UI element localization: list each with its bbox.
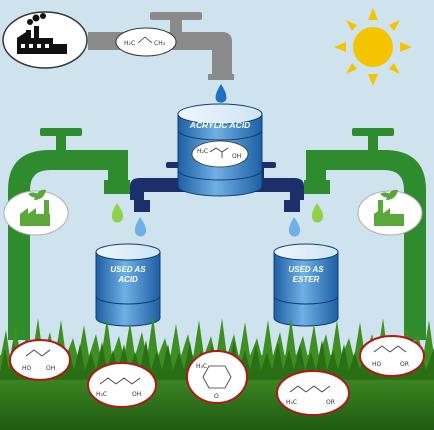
molecule-1-label-b: OH <box>46 365 55 372</box>
used-as-acid-barrel: USED AS ACID <box>95 243 161 327</box>
left-factory-bubble <box>3 189 69 236</box>
left-blue-drop <box>134 217 147 237</box>
acrylic-molecule-oh: OH <box>232 153 241 160</box>
acrylic-molecule-h2c: H₂C <box>197 148 208 155</box>
molecule-2-label-b: OH <box>132 391 141 398</box>
right-factory-bubble <box>357 189 423 236</box>
molecule-label-ch3: CH₃ <box>154 40 166 47</box>
right-blue-drop <box>288 217 301 237</box>
molecule-bubble-2: H₃C OH <box>87 362 157 408</box>
molecule-5-label-a: HO <box>372 361 382 368</box>
molecule-bubble-5: HO OR <box>359 335 425 377</box>
green-factory-icon <box>374 189 404 226</box>
right-green-faucet <box>304 128 426 340</box>
molecule-5-label-b: OR <box>400 361 409 368</box>
molecule-bubble-4: H₃C OR <box>276 370 350 416</box>
right-barrel-label-1: USED AS <box>288 265 324 274</box>
molecule-label-h2c: H₂C <box>124 40 135 47</box>
factory-bubble <box>2 11 88 69</box>
left-green-faucet <box>8 128 130 340</box>
molecule-4-label-b: OR <box>326 399 335 406</box>
propylene-molecule: H₂C CH₃ <box>115 27 177 57</box>
left-barrel-label-1: USED AS <box>110 265 146 274</box>
molecule-bubble-1: HO OH <box>9 339 71 381</box>
molecule-2-label-a: H₃C <box>96 391 107 398</box>
molecule-1-label-a: HO <box>22 365 32 372</box>
left-green-drop <box>111 203 124 223</box>
used-as-ester-barrel: USED AS ESTER <box>273 243 339 327</box>
left-barrel-label-2: ACID <box>117 275 138 284</box>
blue-drop <box>215 84 227 103</box>
molecule-3-label-a: H₃C <box>196 363 207 370</box>
right-barrel-label-2: ESTER <box>293 275 320 284</box>
sun-icon <box>334 8 412 86</box>
acrylic-acid-barrel: ACRYLIC ACID H₂C OH <box>177 103 263 197</box>
barrel-label-acrylic-acid: ACRYLIC ACID <box>189 120 250 130</box>
right-green-drop <box>311 203 324 223</box>
molecule-bubble-3: H₃C O <box>186 350 248 404</box>
molecule-4-label-a: H₃C <box>286 399 297 406</box>
molecule-3-label-b: O <box>214 393 219 400</box>
factory-icon <box>17 13 67 54</box>
green-factory-icon <box>20 189 50 226</box>
